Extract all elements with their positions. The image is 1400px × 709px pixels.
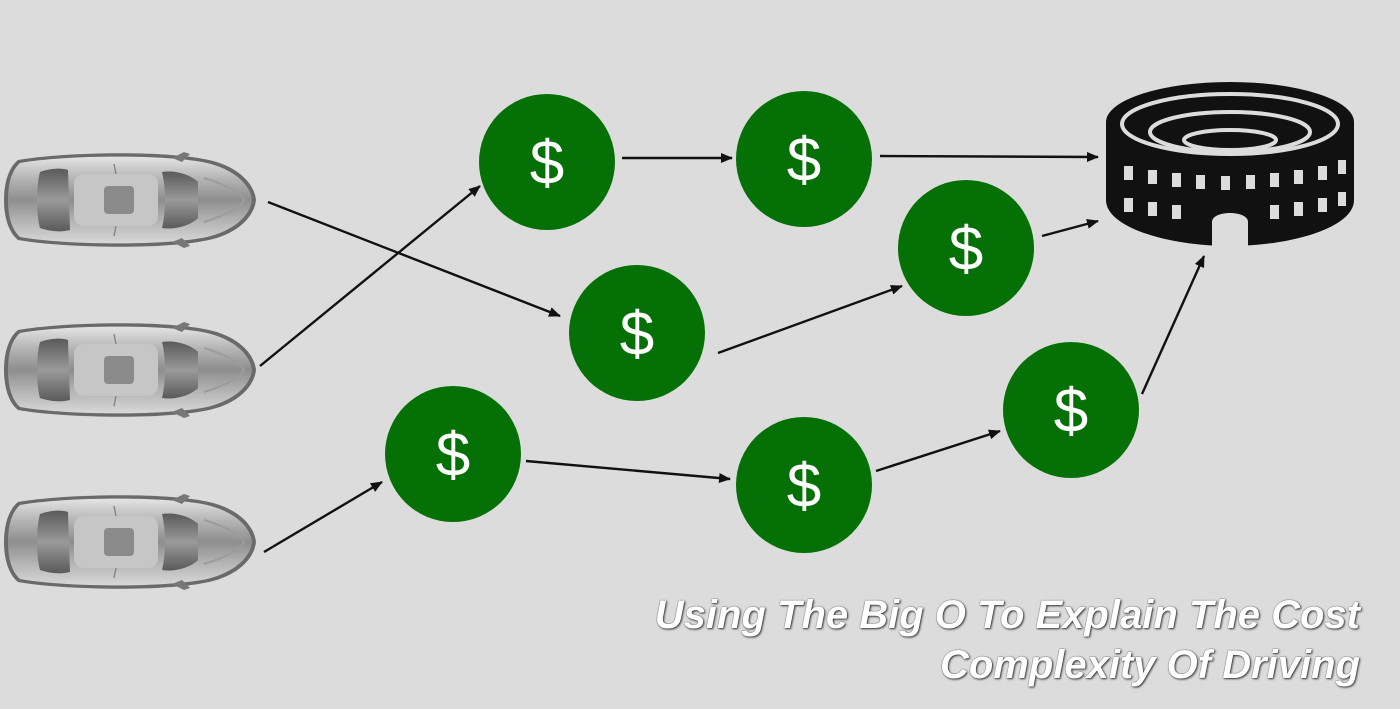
caption-line-1: Using The Big O To Explain The Cost (654, 593, 1360, 637)
arrow-node5-to-node6 (525, 459, 731, 484)
dollar-label: $ (436, 421, 470, 490)
arrow-node4-to-node3 (717, 284, 903, 355)
car-icon-top (3, 151, 257, 249)
caption-line-2: Complexity Of Driving (939, 643, 1360, 687)
dollar-coin-icon-1: $ (479, 94, 615, 230)
dollar-coin-icon-7: $ (1003, 342, 1139, 478)
dollar-label: $ (949, 215, 983, 284)
dollar-coin-icon-6: $ (736, 417, 872, 553)
dollar-coin-icon-5: $ (385, 386, 521, 522)
dollar-label: $ (530, 129, 564, 198)
arrow-car1-to-node4 (267, 200, 561, 318)
arrow-car2-to-node1 (259, 185, 481, 367)
dollar-label: $ (787, 452, 821, 521)
arrow-node2-to-stadium (879, 151, 1099, 162)
arrow-node6-to-node7 (875, 429, 1001, 473)
stadium-icon (1106, 82, 1354, 248)
arrow-car3-to-node5 (263, 480, 383, 554)
dollar-coin-icon-3: $ (898, 180, 1034, 316)
car-icon-bottom (3, 493, 257, 591)
caption: Using The Big O To Explain The Cost Comp… (540, 590, 1360, 690)
dollar-coin-icon-2: $ (736, 91, 872, 227)
dollar-label: $ (1054, 377, 1088, 446)
dollar-label: $ (787, 126, 821, 195)
arrow-node3-to-stadium (1041, 219, 1099, 238)
arrow-node7-to-stadium (1140, 255, 1206, 395)
dollar-label: $ (620, 300, 654, 369)
dollar-coin-icon-4: $ (569, 265, 705, 401)
car-icon-middle (3, 321, 257, 419)
